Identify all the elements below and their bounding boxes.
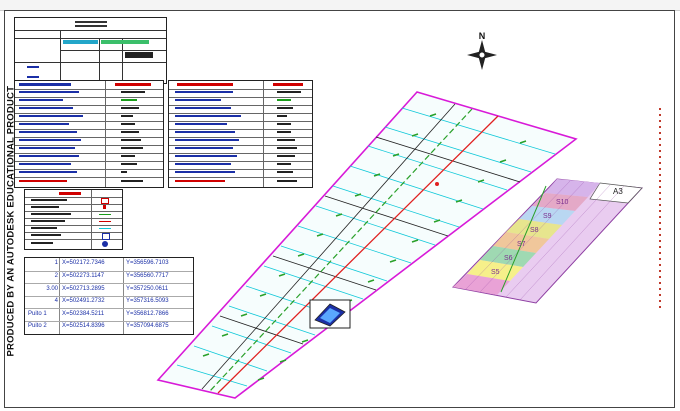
- well-structure: [309, 299, 351, 329]
- title-block-stamp: [125, 52, 153, 58]
- inset-label: S8: [530, 227, 539, 234]
- legend-symbol-box: [102, 233, 110, 240]
- coordinate-x: X=502491.2732: [62, 298, 105, 304]
- parameter-table-left: [14, 80, 164, 188]
- inset-label: S10: [556, 199, 569, 206]
- key-plan-block: [480, 246, 536, 267]
- key-plan-block: [453, 274, 510, 295]
- key-plan-lateral: [500, 185, 547, 293]
- key-plan-block: [506, 219, 562, 239]
- title-block-heading-2: [75, 25, 107, 27]
- legend-symbol-well: [102, 241, 108, 247]
- key-plan-block: [532, 193, 588, 211]
- coordinate-x: X=502384.5211: [62, 310, 105, 317]
- key-plan-block: [493, 232, 549, 253]
- coordinate-id: 2: [54, 273, 58, 279]
- coordinate-x: X=502273.1147: [62, 273, 105, 279]
- coordinate-row: 3.00 X=502713.2895 Y=357250.0611: [25, 283, 193, 294]
- coordinate-row: 4 X=502491.2732 Y=357316.5093: [25, 295, 193, 307]
- coordinate-y: Y=356596.7103: [126, 259, 169, 266]
- key-plan-block: [467, 260, 523, 281]
- title-accent: [63, 40, 98, 44]
- coordinate-id: Puito 2: [28, 323, 47, 329]
- coordinate-id: 3.00: [46, 285, 58, 292]
- coordinate-y: Y=356560.7717: [126, 273, 169, 279]
- parameter-table-right: [168, 80, 313, 188]
- coordinate-id: Puito 1: [28, 310, 47, 317]
- junction-node: [435, 182, 439, 186]
- coordinate-x: X=502514.8396: [62, 323, 105, 329]
- secondary-pipe: [201, 103, 456, 390]
- north-label: N: [479, 31, 486, 41]
- legend-symbol-valve: [101, 198, 109, 204]
- legend-symbol-marker: [103, 205, 106, 209]
- coordinate-y: Y=357250.0611: [126, 285, 169, 292]
- legend-symbol-lateral: [99, 214, 111, 215]
- north-arrow-icon: [467, 40, 497, 70]
- coordinate-x: X=502172.7346: [62, 259, 105, 266]
- inset-label: S7: [517, 241, 526, 248]
- key-plan-block: [589, 182, 643, 204]
- drawing-frame: [4, 10, 675, 408]
- title-block-mark-2: [27, 76, 39, 78]
- legend-table: [24, 189, 123, 250]
- lateral-marks: [202, 113, 527, 381]
- coordinate-y: Y=356812.7866: [126, 310, 169, 317]
- legend-symbol-secondary: [99, 228, 111, 229]
- coordinates-table: 1 X=502172.7346 Y=356596.7103 2 X=502273…: [24, 257, 194, 335]
- title-accent-2: [101, 40, 149, 44]
- block-lines: [219, 136, 521, 345]
- inset-label-a3: A3: [613, 187, 623, 196]
- title-block-mark: [27, 66, 39, 68]
- row-lines: [176, 107, 556, 387]
- coordinate-row: 2 X=502273.1147 Y=356560.7717: [25, 270, 193, 282]
- legend-symbol-main: [99, 221, 111, 222]
- coordinate-y: Y=357094.6875: [126, 323, 169, 329]
- main-pipe: [217, 115, 499, 394]
- title-block: [14, 17, 167, 84]
- coordinate-x: X=502713.2895: [62, 285, 105, 292]
- border-dash-line: [659, 108, 661, 308]
- coordinate-row: Puito 2 X=502514.8396 Y=357094.6875: [25, 320, 193, 332]
- key-plan-block: [519, 206, 575, 225]
- coordinate-row: Puito 1 X=502384.5211 Y=356812.7866: [25, 308, 193, 319]
- coordinate-id: 4: [54, 298, 58, 304]
- lateral-pipe: [209, 108, 473, 392]
- title-block-heading: [75, 21, 107, 23]
- inset-label: S5: [491, 269, 500, 276]
- coordinate-id: 1: [54, 259, 58, 266]
- inset-label: S6: [504, 255, 513, 262]
- coordinate-row: 1 X=502172.7346 Y=356596.7103: [25, 258, 193, 268]
- coordinate-y: Y=357316.5093: [126, 298, 169, 304]
- inset-label: S9: [543, 213, 552, 220]
- key-plan-inset: [452, 178, 644, 304]
